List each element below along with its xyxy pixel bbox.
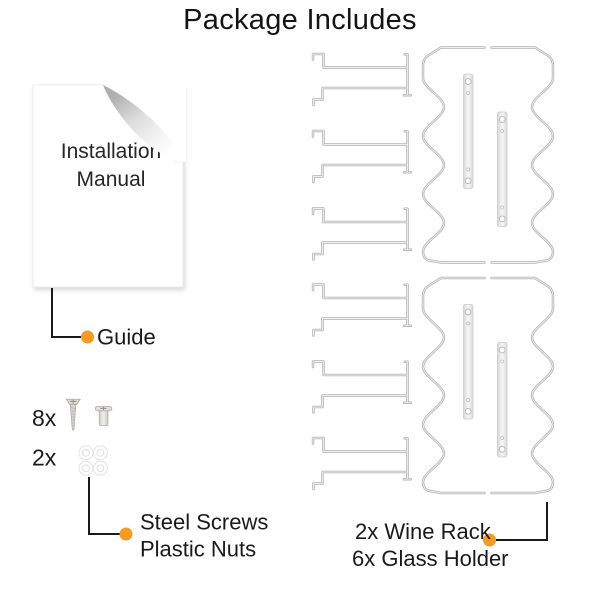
page-curl-icon (103, 85, 185, 162)
rack-label-line1: 2x Wine Rack (355, 519, 492, 544)
rack-dot-icon (483, 533, 496, 547)
glass-holder-icon (311, 283, 413, 337)
hardware-leader-line (88, 477, 120, 535)
glass-holder-icon (311, 436, 413, 491)
installation-manual-graphic: Installation Manual (32, 82, 186, 288)
page-title: Package Includes (183, 4, 417, 36)
glass-holder-icon (311, 52, 413, 107)
guide-leader-line (51, 288, 81, 338)
hardware-label-line1: Steel Screws (140, 510, 268, 535)
nuts-qty-label: 2x (32, 445, 57, 471)
wine-rack-icon (423, 48, 553, 263)
guide-dot-icon (81, 330, 94, 344)
wine-racks-graphic (423, 48, 553, 494)
hardware-label-line2: Plastic Nuts (140, 537, 256, 562)
rack-callout: 2x Wine Rack 6x Glass Holder (352, 502, 548, 571)
rack-label-line2: 6x Glass Holder (352, 546, 509, 571)
glass-holder-icon (311, 360, 413, 414)
hardware-graphic: 8x 2x (32, 398, 113, 476)
hardware-callout: Steel Screws Plastic Nuts (88, 477, 268, 562)
screw-icon (65, 398, 81, 431)
manual-text-line2: Manual (77, 168, 146, 191)
page-corner-cover (102, 82, 186, 164)
guide-callout: Guide (51, 288, 156, 350)
plastic-nuts-icon (78, 445, 108, 476)
manual-text-line1: Installation (61, 140, 161, 163)
hardware-dot-icon (119, 527, 133, 541)
glass-holders-graphic (311, 52, 413, 491)
guide-label: Guide (97, 325, 156, 350)
rack-leader-line (496, 502, 548, 541)
barrel-nut-icon (94, 405, 113, 426)
wine-rack-icon (423, 278, 553, 493)
glass-holder-icon (311, 129, 413, 184)
screws-qty-label: 8x (32, 405, 57, 431)
glass-holder-icon (311, 207, 413, 261)
